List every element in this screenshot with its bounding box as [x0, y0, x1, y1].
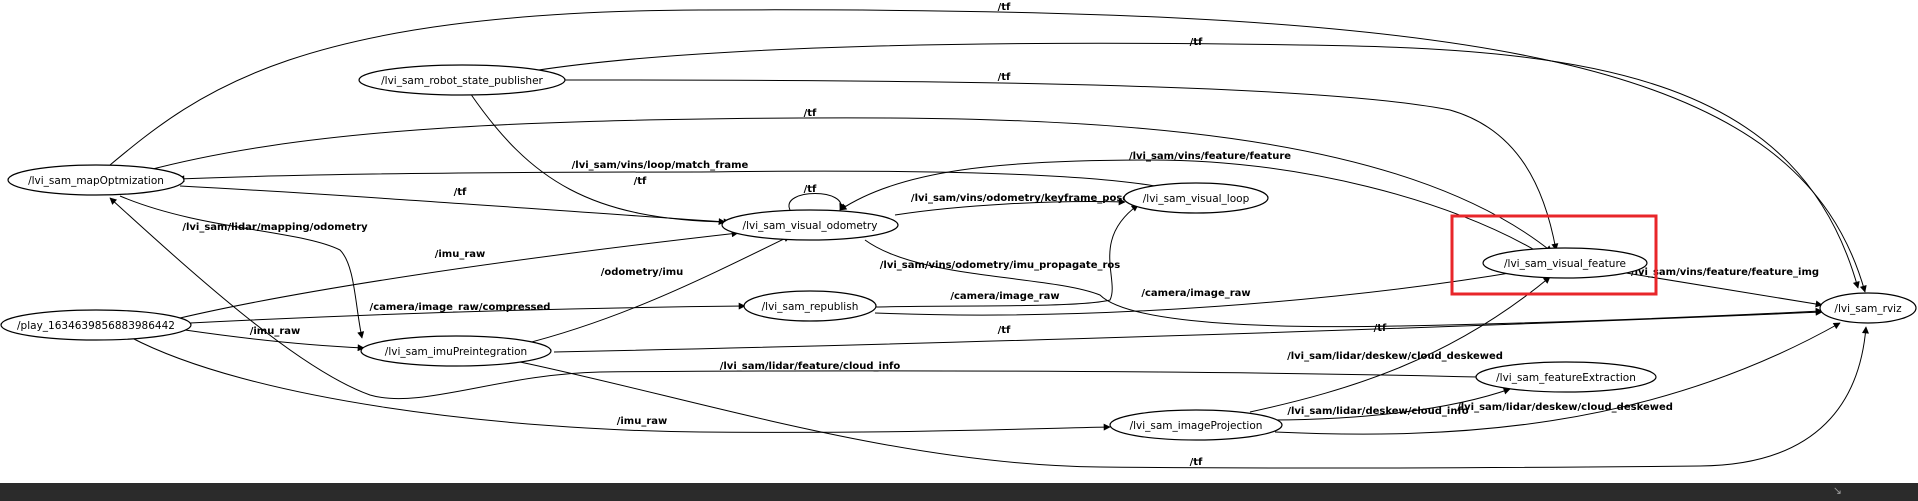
node-visual-odometry[interactable]: /lvi_sam_visual_odometry: [721, 209, 899, 241]
edge-label: /tf: [454, 187, 467, 198]
svg-text:/lvi_sam_visual_odometry: /lvi_sam_visual_odometry: [743, 220, 878, 232]
edge-imageproj-visualfeature-deskewed: /lvi_sam/lidar/deskew/cloud_deskewed: [1249, 276, 1551, 413]
svg-text:/lvi_sam_imuPreintegration: /lvi_sam_imuPreintegration: [385, 346, 527, 358]
node-feature-extraction[interactable]: /lvi_sam_featureExtraction: [1475, 361, 1657, 393]
edge-label: /tf: [998, 2, 1011, 13]
edge-play-republish-compressed: /camera/image_raw/compressed: [189, 302, 746, 324]
edge-label: /camera/image_raw/compressed: [370, 302, 551, 313]
edge-label: /lvi_sam/vins/loop/match_frame: [572, 160, 749, 171]
node-robot-state-publisher[interactable]: /lvi_sam_robot_state_publisher: [358, 64, 566, 96]
edge-label: /tf: [1374, 323, 1387, 334]
edge-label: /lvi_sam/lidar/deskew/cloud_deskewed: [1457, 402, 1673, 413]
edge-mapopt-visualodom-tf: /tf: [179, 185, 726, 226]
edge-label: /lvi_sam/lidar/deskew/cloud_info: [1287, 406, 1468, 417]
edge-label: /odometry/imu: [601, 267, 684, 278]
edge-robotstate-visualodom-tf: /tf: [469, 92, 731, 226]
svg-text:/lvi_sam_visual_loop: /lvi_sam_visual_loop: [1143, 193, 1250, 205]
edge-visualfeature-visualodom-feature: /lvi_sam/vins/feature/feature: [839, 151, 1539, 253]
edge-label: /imu_raw: [250, 326, 301, 337]
bottom-status-bar: ↘: [0, 483, 1918, 501]
svg-text:/lvi_sam_visual_feature: /lvi_sam_visual_feature: [1504, 258, 1626, 270]
edge-visualodom-self-tf: /tf: [788, 184, 846, 211]
node-mapoptimization[interactable]: /lvi_sam_mapOptmization: [7, 164, 185, 196]
svg-text:/lvi_sam_rviz: /lvi_sam_rviz: [1834, 303, 1902, 315]
edge-play-imageproj-imu-raw: /imu_raw: [129, 336, 1111, 433]
edge-label: /lvi_sam/vins/odometry/keyframe_pose: [911, 193, 1129, 204]
svg-text:/play_1634639856883986442: /play_1634639856883986442: [17, 320, 175, 332]
svg-text:/lvi_sam_imageProjection: /lvi_sam_imageProjection: [1130, 420, 1263, 432]
edge-label: /tf: [804, 108, 817, 119]
edge-label: /imu_raw: [617, 416, 668, 427]
edge-visualodom-visualloop-keyframe: /lvi_sam/vins/odometry/keyframe_pose: [894, 193, 1129, 216]
svg-text:/lvi_sam_featureExtraction: /lvi_sam_featureExtraction: [1496, 372, 1636, 384]
edge-robotstate-visualfeature-tf: /tf: [561, 72, 1559, 251]
svg-text:/lvi_sam_mapOptmization: /lvi_sam_mapOptmization: [28, 175, 164, 187]
edge-imupre-visualodom-odometry-imu: /odometry/imu: [519, 235, 791, 346]
edge-robotstate-rviz-tf: /tf: [531, 37, 1860, 289]
edge-play-imupre-imu-raw: /imu_raw: [184, 326, 365, 352]
edge-label: /imu_raw: [435, 249, 486, 260]
edge-label: /lvi_sam/lidar/feature/cloud_info: [720, 361, 901, 372]
edge-label: /tf: [804, 184, 817, 195]
edge-play-visualodom-imu-raw: /imu_raw: [179, 230, 739, 319]
node-image-projection[interactable]: /lvi_sam_imageProjection: [1109, 409, 1283, 441]
edge-mapopt-rviz-tf-top: /tf: [109, 2, 1867, 293]
edge-label: /tf: [998, 325, 1011, 336]
edge-republish-visualfeature-image-raw: /camera/image_raw: [874, 268, 1523, 316]
edge-label: /tf: [998, 72, 1011, 83]
edge-mapopt-visualfeature-tf: /tf: [144, 108, 1553, 253]
edge-visualfeature-rviz-feature-img: /lvi_sam/vins/feature/feature_img: [1619, 267, 1823, 308]
edge-label: /tf: [1190, 37, 1203, 48]
edge-label: /camera/image_raw: [1141, 288, 1250, 299]
edge-label: /lvi_sam/vins/odometry/imu_propagate_ros: [880, 260, 1121, 271]
edge-label: /tf: [634, 176, 647, 187]
edge-imupre-rviz-tf: /tf /tf: [553, 308, 1823, 353]
svg-text:/lvi_sam_republish: /lvi_sam_republish: [762, 301, 859, 313]
svg-text:/lvi_sam_robot_state_publisher: /lvi_sam_robot_state_publisher: [381, 75, 543, 87]
edge-imupre-rviz-tf-bottom: /tf: [519, 326, 1869, 469]
ros-node-graph: /tf /tf /tf /tf /lvi_sam/vins/loop/match…: [0, 2, 1917, 469]
highlight-box: [1450, 214, 1658, 296]
node-visual-loop[interactable]: /lvi_sam_visual_loop: [1123, 182, 1269, 214]
edge-label: /tf: [1190, 457, 1203, 468]
node-rviz[interactable]: /lvi_sam_rviz: [1819, 292, 1917, 324]
node-imu-preintegration[interactable]: /lvi_sam_imuPreintegration: [360, 335, 552, 367]
edge-label: /camera/image_raw: [950, 291, 1059, 302]
edge-republish-visualloop-image-raw: /camera/image_raw: [874, 204, 1139, 308]
edge-imageproj-featextract-cloud-info: /lvi_sam/lidar/deskew/cloud_info: [1271, 387, 1511, 421]
edge-visualodom-rviz-imu-propagate: /lvi_sam/vins/odometry/imu_propagate_ros: [864, 239, 1823, 328]
edge-label: /lvi_sam/vins/feature/feature_img: [1631, 267, 1819, 278]
edge-label: /lvi_sam/lidar/mapping/odometry: [182, 222, 368, 233]
node-republish[interactable]: /lvi_sam_republish: [743, 290, 877, 322]
edge-visualloop-mapopt-match-frame: /lvi_sam/vins/loop/match_frame: [177, 160, 1166, 189]
edge-label: /lvi_sam/vins/feature/feature: [1129, 151, 1291, 162]
edge-label: /lvi_sam/lidar/deskew/cloud_deskewed: [1287, 351, 1503, 362]
resize-handle-icon[interactable]: ↘: [1832, 484, 1842, 497]
node-play-bag[interactable]: /play_1634639856883986442: [0, 309, 192, 341]
edge-imageproj-rviz-deskewed: /lvi_sam/lidar/deskew/cloud_deskewed: [1274, 322, 1841, 435]
node-visual-feature[interactable]: /lvi_sam_visual_feature: [1482, 247, 1648, 279]
edge-featextract-mapopt-cloud-info: /lvi_sam/lidar/feature/cloud_info: [109, 197, 1479, 400]
edge-mapopt-imupre-odometry: /lvi_sam/lidar/mapping/odometry: [119, 195, 368, 339]
